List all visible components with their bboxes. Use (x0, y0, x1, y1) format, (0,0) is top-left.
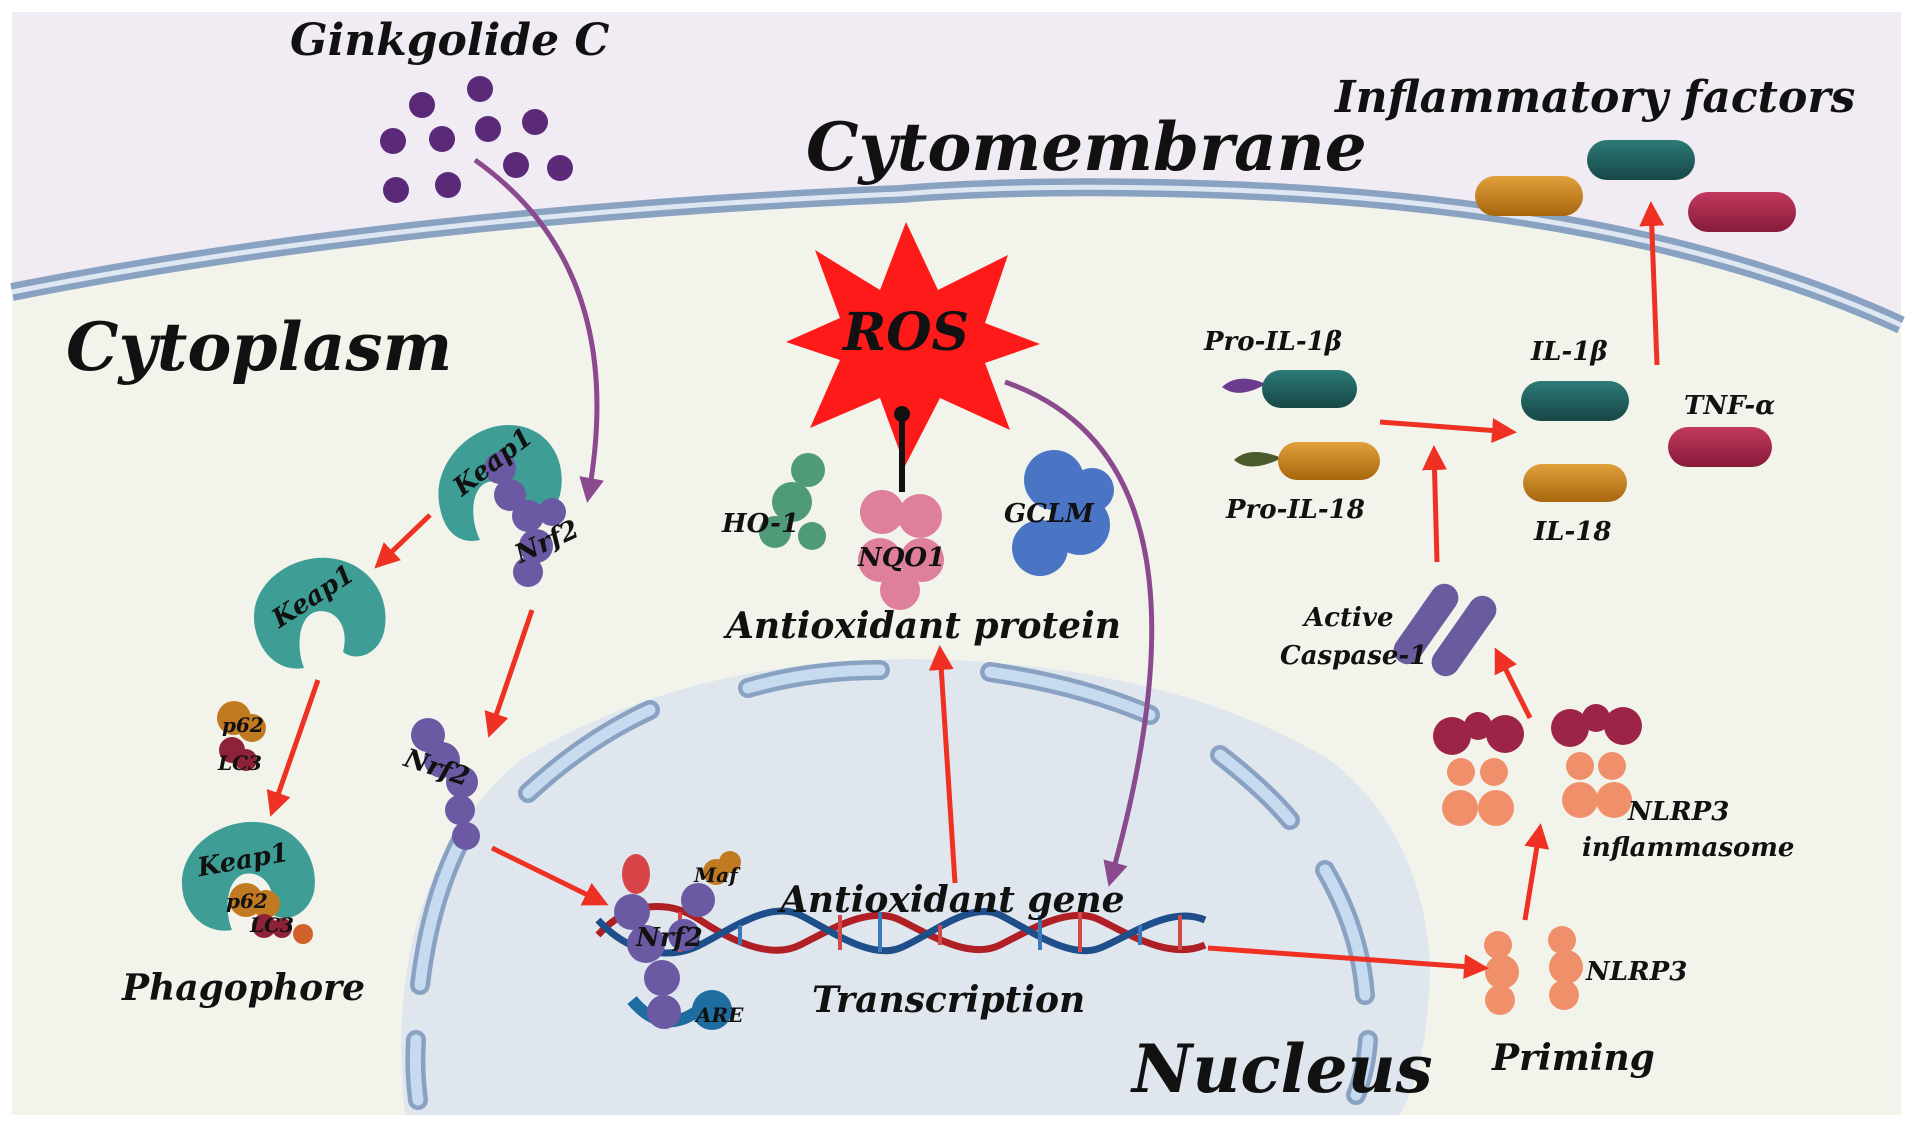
ho1-protein (759, 453, 826, 550)
il18-label: IL-18 (1533, 517, 1611, 547)
nqo1-protein (858, 490, 944, 610)
nlrp3-inflammasome-2 (1551, 704, 1642, 818)
are-label: ARE (694, 1003, 744, 1027)
tnfa-pill (1668, 427, 1772, 467)
arrow-nrf2-to-nucleus (490, 845, 609, 906)
arrow-priming-to-inflammasome (1522, 823, 1550, 921)
tnfa-label: TNF-α (1684, 391, 1775, 421)
p62-label: p62 (222, 713, 264, 737)
ho1-label: HO-1 (721, 509, 799, 539)
dna-helix (595, 903, 1207, 957)
phagophore-p62-label: p62 (226, 889, 268, 913)
ros-burst (786, 222, 1040, 466)
gclm-protein (1012, 450, 1114, 576)
caspase1-subunit-2 (1431, 595, 1497, 677)
nucleus-nrf2 (614, 883, 715, 1029)
factor-pill-teal (1587, 140, 1695, 180)
arrow-tnfa-to-factors (1639, 201, 1665, 366)
factor-pill-red (1688, 192, 1796, 232)
pro-il18-label: Pro-IL-18 (1225, 495, 1365, 525)
keap1-nrf2-complex-nrf2 (484, 452, 566, 587)
arrow-caspase-to-il (1422, 445, 1448, 563)
p62-lc3-complex (217, 701, 266, 771)
il1b-pill (1521, 381, 1629, 421)
lc3-label: LC3 (217, 751, 262, 775)
arrow-pro-to-mature (1379, 418, 1517, 443)
ros-label: ROS (841, 302, 969, 363)
nlrp3-monomer-2 (1548, 926, 1583, 1010)
pro-il18-pill (1234, 442, 1380, 480)
pro-il1b-label: Pro-IL-1β (1203, 327, 1342, 357)
phagophore-label: Phagophore (121, 967, 365, 1009)
phagophore-p62-lc3 (229, 883, 313, 944)
maf-label: Maf (693, 863, 741, 887)
nucleus-label: Nucleus (1130, 1030, 1433, 1108)
antioxidant-protein-label: Antioxidant protein (723, 605, 1121, 647)
nrf2-cap (622, 854, 650, 894)
priming-label: Priming (1491, 1037, 1655, 1079)
cytomembrane-label: Cytomembrane (806, 108, 1367, 186)
nlrp3-inflammasome-1 (1433, 712, 1524, 826)
cytoplasm-label: Cytoplasm (66, 308, 452, 386)
arrow-gene-to-protein (928, 645, 958, 884)
maf-protein (703, 851, 741, 885)
il18-pill (1523, 464, 1627, 502)
nucleus-nrf2-label: Nrf2 (635, 923, 703, 953)
arrow-keap1-to-phagophore (266, 679, 321, 817)
arrow-complex-to-nrf2 (484, 609, 535, 738)
arrow-inflammasome-to-caspase (1494, 647, 1533, 720)
antioxidant-gene-label: Antioxidant gene (777, 879, 1125, 921)
arrow-ros-to-gene (1004, 379, 1155, 887)
phagophore-lc3-label: LC3 (249, 913, 294, 937)
nlrp3-monomer-1 (1484, 931, 1519, 1015)
keap1-free (253, 557, 386, 669)
phagophore-keap1 (181, 821, 315, 931)
arrow-gene-to-nlrp3 (1207, 945, 1489, 980)
inflammatory-factors-label: Inflammatory factors (1333, 72, 1855, 123)
nqo1-label: NQO1 (857, 543, 945, 573)
caspase1-subunit-1 (1393, 583, 1459, 665)
nlrp3-label: NLRP3 (1585, 957, 1687, 987)
caspase1-label: Caspase-1 (1280, 641, 1427, 671)
ginkgolide-particles (380, 76, 573, 203)
pro-il1b-pill (1222, 370, 1357, 408)
active-label: Active (1301, 603, 1394, 633)
arrow-complex-to-keap1 (374, 513, 432, 569)
il1b-label: IL-1β (1530, 337, 1608, 367)
nlrp3-inflammasome-label-1: NLRP3 (1627, 797, 1729, 827)
nrf2-free (411, 718, 480, 850)
factor-pill-orange (1475, 176, 1583, 216)
nlrp3-inflammasome-label-2: inflammasome (1582, 833, 1794, 863)
ginkgolide-label: Ginkgolide C (290, 15, 609, 66)
arrow-ginkgolide-to-nrf2 (473, 157, 604, 503)
transcription-label: Transcription (812, 979, 1085, 1021)
gclm-label: GCLM (1004, 499, 1095, 529)
